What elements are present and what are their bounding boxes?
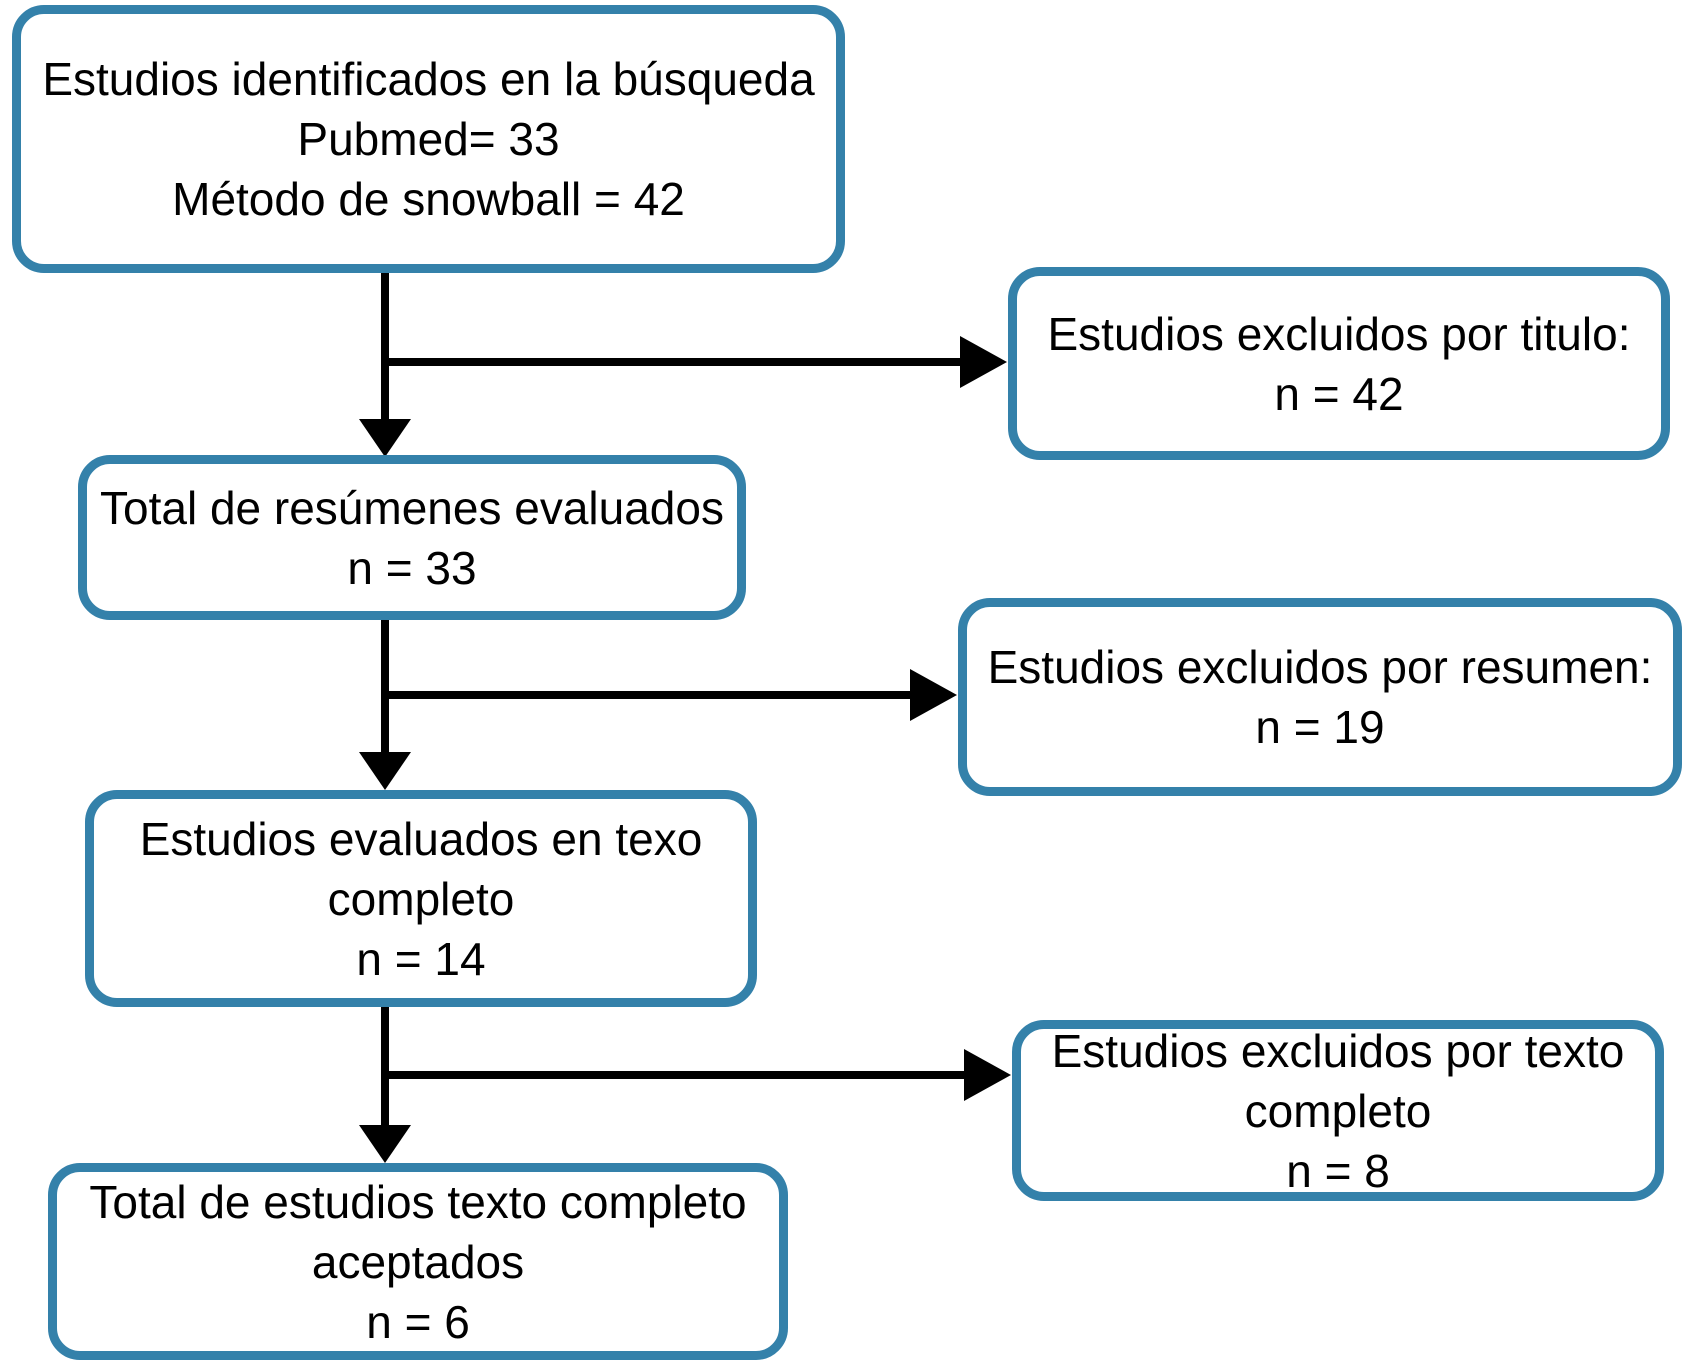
node-text-line: Estudios excluidos por texto xyxy=(1051,1024,1625,1077)
node-excluded-by-abstract: Estudios excluidos por resumen: n = 19 xyxy=(958,598,1682,796)
node-text-line: Estudios identificados en la búsqueda xyxy=(42,53,815,105)
node-text-line: Estudios excluidos por resumen: xyxy=(987,641,1653,693)
node-text-line: n = 8 xyxy=(1286,1144,1390,1197)
node-fulltext-accepted: Total de estudios texto completo aceptad… xyxy=(48,1163,788,1360)
node-text-line: Estudios excluidos por titulo: xyxy=(1047,307,1631,360)
node-text-line: aceptados xyxy=(311,1235,525,1288)
node-text-line: Estudios evaluados en texo xyxy=(139,812,703,865)
node-text-line: Total de estudios texto completo xyxy=(89,1175,747,1228)
node-abstracts-evaluated: Total de resúmenes evaluados n = 33 xyxy=(78,455,746,620)
node-text-line: Pubmed= 33 xyxy=(297,113,560,165)
arrowhead-right-1-icon xyxy=(960,336,1007,388)
node-text-line: Método de snowball = 42 xyxy=(172,173,685,225)
node-text-line: n = 19 xyxy=(1255,701,1385,753)
node-text-line: n = 6 xyxy=(366,1295,470,1348)
node-text-line: completo xyxy=(327,872,515,925)
node-excluded-by-title: Estudios excluidos por titulo: n = 42 xyxy=(1008,267,1670,460)
node-fulltext-evaluated: Estudios evaluados en texo completo n = … xyxy=(85,790,757,1007)
node-text-line: Total de resúmenes evaluados xyxy=(100,481,724,534)
node-excluded-by-fulltext: Estudios excluidos por texto completo n … xyxy=(1012,1020,1664,1201)
node-identified-studies: Estudios identificados en la búsqueda Pu… xyxy=(12,5,845,273)
node-text-line: completo xyxy=(1244,1084,1432,1137)
arrowhead-down-2-icon xyxy=(359,752,411,790)
arrowhead-down-1-icon xyxy=(359,419,411,457)
node-text-line: n = 14 xyxy=(356,932,486,985)
arrowhead-down-3-icon xyxy=(359,1125,411,1163)
node-text-line: n = 33 xyxy=(347,541,477,594)
arrowhead-right-3-icon xyxy=(964,1049,1011,1101)
node-text-line: n = 42 xyxy=(1274,367,1404,420)
arrowhead-right-2-icon xyxy=(910,669,957,721)
